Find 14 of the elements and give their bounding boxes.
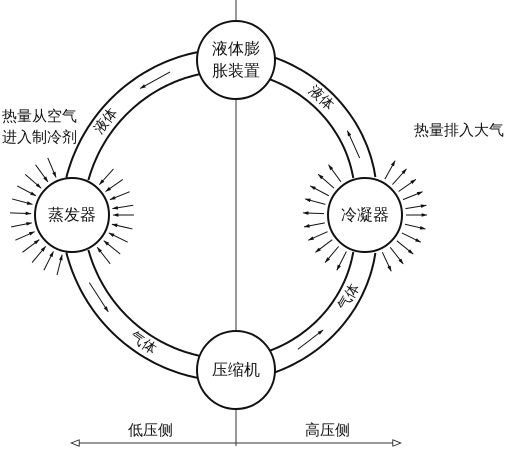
- pipe: [65, 249, 200, 379]
- pipe: [269, 251, 376, 374]
- component-label: 压缩机: [212, 359, 260, 381]
- text-label: 低压侧: [128, 420, 174, 441]
- component-circle: [327, 177, 403, 253]
- text-label: 高压侧: [305, 420, 351, 441]
- pipe: [65, 51, 200, 181]
- text-label: 热量排入大气: [414, 120, 505, 141]
- component-label: 液体膨胀装置: [211, 38, 261, 82]
- component-label: 冷凝器: [341, 204, 389, 226]
- pipe: [269, 56, 376, 179]
- component-label: 蒸发器: [48, 204, 96, 226]
- text-label: 热量从空气进入制冷剂: [2, 106, 78, 148]
- component-circle: [34, 177, 110, 253]
